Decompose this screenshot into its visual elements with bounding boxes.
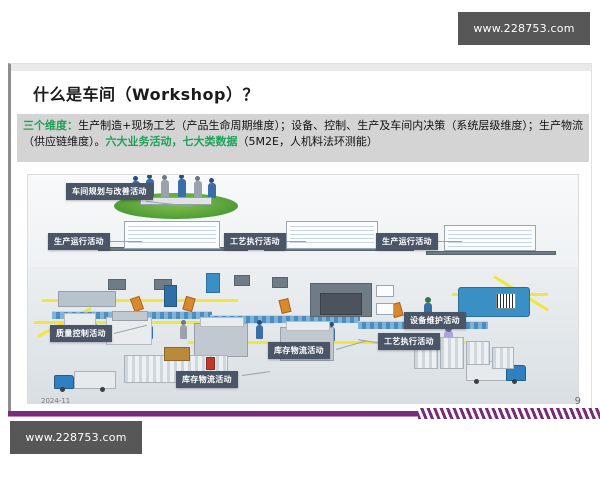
- worker: [257, 320, 262, 325]
- body-seg-3: （5M2E，人机料法环测能）: [237, 135, 378, 148]
- cnc-door: [320, 293, 362, 315]
- footer-rule-stripes: [418, 408, 600, 419]
- figure-group: [208, 183, 216, 198]
- figure-group: [162, 175, 167, 180]
- container-crate: [194, 323, 248, 357]
- control-cabinet: [164, 285, 177, 307]
- truck-wheel: [100, 387, 105, 392]
- stacked-goods: [112, 311, 148, 321]
- truck-wheel: [512, 379, 517, 384]
- footer-rule: [0, 408, 600, 420]
- forklift: [206, 357, 215, 370]
- overhead-gantry: [426, 251, 556, 255]
- worker: [256, 325, 263, 339]
- body-seg-2: 六大业务活动，七大类数据: [105, 135, 238, 148]
- warehouse-stack: [492, 347, 514, 369]
- overhead-dashboard: [124, 221, 220, 249]
- barcode-panel: [496, 293, 516, 309]
- callout-inventory-logistics-right[interactable]: 库存物流活动: [268, 342, 330, 359]
- callout-leader: [436, 241, 462, 242]
- figure-group: [178, 179, 186, 197]
- figure-group: [209, 178, 214, 183]
- dashboard-rows: [290, 226, 374, 245]
- callout-process-exec-right[interactable]: 工艺执行活动: [378, 333, 440, 350]
- callout-process-exec-mid[interactable]: 工艺执行活动: [224, 233, 286, 250]
- slide-date: 2024-11: [41, 397, 71, 405]
- truck-wheel: [60, 387, 65, 392]
- hmi-panel: [376, 303, 394, 315]
- overhead-dashboard: [286, 221, 378, 249]
- hmi-panel: [376, 285, 394, 297]
- callout-equipment-maintenance[interactable]: 设备维护活动: [404, 312, 466, 329]
- footer-rule-solid: [8, 411, 420, 416]
- truck-wheel: [474, 379, 479, 384]
- worker: [180, 325, 187, 339]
- body-seg-1: 生产制造+现场工艺（产品生命周期维度）；设备、控制、生产及车间内决策（系统层级维…: [23, 119, 583, 148]
- cargo-box: [164, 347, 190, 361]
- monitor: [272, 277, 288, 288]
- workshop-illustration: 车间规划与改善活动 生产运行活动 工艺执行活动 生产运行活动 设备维护活动 工艺…: [27, 174, 579, 404]
- watermark-top: www.228753.com: [458, 12, 590, 45]
- workstation-bench: [58, 291, 116, 307]
- worker: [425, 297, 431, 303]
- body-text-panel: 三个维度：生产制造+现场工艺（产品生命周期维度）；设备、控制、生产及车间内决策（…: [17, 114, 589, 162]
- figure-group: [147, 175, 152, 179]
- slide-top-strip: [11, 64, 591, 71]
- container-crate: [200, 317, 244, 327]
- figure-group: [161, 180, 169, 197]
- figure-group: [195, 176, 200, 181]
- warehouse-stack: [466, 341, 490, 365]
- conveyor-belt: [210, 315, 360, 323]
- body-text: 三个维度：生产制造+现场工艺（产品生命周期维度）；设备、控制、生产及车间内决策（…: [23, 118, 583, 150]
- callout-workshop-planning[interactable]: 车间规划与改善活动: [66, 183, 153, 200]
- callout-production-run-right[interactable]: 生产运行活动: [376, 233, 438, 250]
- watermark-bottom: www.228753.com: [10, 421, 142, 454]
- figure-group: [194, 181, 202, 197]
- dashboard-rows: [448, 230, 532, 247]
- monitor: [154, 279, 172, 290]
- callout-quality-control[interactable]: 质量控制活动: [50, 325, 112, 342]
- callout-inventory-logistics-bottom[interactable]: 库存物流活动: [176, 371, 238, 388]
- control-cabinet: [206, 273, 220, 293]
- figure-group: [133, 176, 138, 181]
- dashboard-rows: [128, 226, 216, 245]
- callout-leader: [280, 241, 306, 242]
- truck-trailer: [74, 371, 116, 389]
- body-seg-0: 三个维度：: [23, 119, 79, 132]
- agv-unit: [458, 287, 530, 317]
- container-crate: [286, 321, 330, 331]
- monitor: [234, 275, 250, 286]
- stacked-goods: [106, 317, 152, 345]
- monitor: [108, 279, 126, 290]
- overhead-dashboard: [444, 225, 536, 251]
- worker: [329, 322, 334, 327]
- slide-frame: 什么是车间（Workshop）？ 三个维度：生产制造+现场工艺（产品生命周期维度…: [8, 63, 592, 411]
- slide-page-number: 9: [574, 396, 581, 407]
- callout-leader: [110, 241, 142, 242]
- worker: [181, 320, 186, 325]
- figure-group: [179, 175, 184, 179]
- footer-rule-thin: [8, 416, 420, 417]
- warehouse-stack: [440, 337, 464, 369]
- callout-production-run-left[interactable]: 生产运行活动: [48, 233, 110, 250]
- page-title: 什么是车间（Workshop）？: [33, 85, 259, 104]
